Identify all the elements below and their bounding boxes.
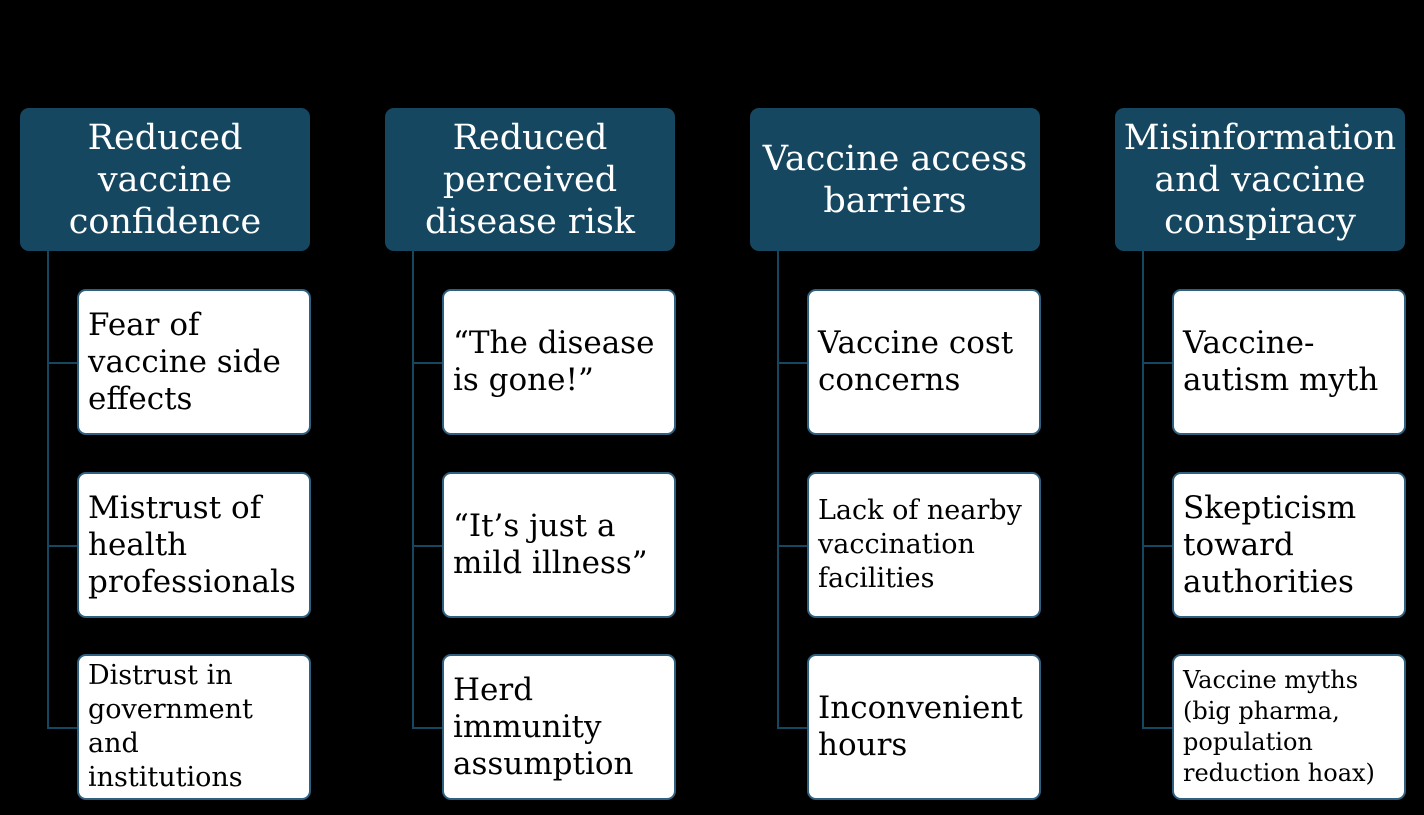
connector-branch: [47, 545, 78, 547]
column-reduced-perceived-disease-risk: Reduced perceived disease risk “The dise…: [385, 0, 685, 815]
connector-trunk: [47, 251, 49, 729]
connector-branch: [412, 362, 443, 364]
item-box: Skepticism toward authorities: [1172, 472, 1406, 618]
column-reduced-vaccine-confidence: Reduced vaccine confidence Fear of vacci…: [20, 0, 320, 815]
item-box: Vaccine- autism myth: [1172, 289, 1406, 435]
connector-branch: [47, 727, 78, 729]
item-text: Vaccine myths (big pharma, population re…: [1183, 666, 1375, 787]
item-box: Lack of nearby vaccination facilities: [807, 472, 1041, 618]
item-box: Vaccine myths (big pharma, population re…: [1172, 654, 1406, 800]
column-vaccine-access-barriers: Vaccine access barriers Vaccine cost con…: [750, 0, 1050, 815]
category-header: Vaccine access barriers: [750, 108, 1040, 251]
connector-branch: [412, 727, 443, 729]
item-box: Inconvenient hours: [807, 654, 1041, 800]
item-box: Distrust in government and institutions: [77, 654, 311, 800]
item-box: Vaccine cost concerns: [807, 289, 1041, 435]
item-box: Mistrust of health professionals: [77, 472, 311, 618]
category-header-text: Vaccine access barriers: [762, 138, 1028, 221]
item-text: Mistrust of health professionals: [88, 489, 296, 600]
category-header: Misinformation and vaccine conspiracy: [1115, 108, 1405, 251]
item-text: Vaccine- autism myth: [1183, 325, 1379, 398]
category-header-text: Misinformation and vaccine conspiracy: [1123, 117, 1397, 242]
item-box: Herd immunity assumption: [442, 654, 676, 800]
item-text: Inconvenient hours: [818, 690, 1023, 763]
category-header: Reduced perceived disease risk: [385, 108, 675, 251]
category-header-text: Reduced vaccine confidence: [68, 117, 262, 242]
item-box: “The disease is gone!”: [442, 289, 676, 435]
item-text: Skepticism toward authorities: [1183, 489, 1357, 600]
item-text: “It’s just a mild illness”: [453, 508, 648, 581]
connector-branch: [777, 727, 808, 729]
item-box: Fear of vaccine side effects: [77, 289, 311, 435]
connector-branch: [47, 362, 78, 364]
item-text: Distrust in government and institutions: [88, 660, 253, 793]
item-text: Fear of vaccine side effects: [88, 306, 281, 417]
connector-trunk: [1142, 251, 1144, 729]
connector-branch: [777, 545, 808, 547]
category-header-text: Reduced perceived disease risk: [424, 117, 636, 242]
item-text: Herd immunity assumption: [453, 671, 634, 782]
item-text: Lack of nearby vaccination facilities: [818, 495, 1022, 594]
connector-trunk: [412, 251, 414, 729]
item-box: “It’s just a mild illness”: [442, 472, 676, 618]
item-text: “The disease is gone!”: [453, 325, 655, 398]
item-text: Vaccine cost concerns: [818, 325, 1014, 398]
connector-trunk: [777, 251, 779, 729]
connector-branch: [412, 545, 443, 547]
category-header: Reduced vaccine confidence: [20, 108, 310, 251]
connector-branch: [1142, 545, 1173, 547]
connector-branch: [1142, 362, 1173, 364]
connector-branch: [777, 362, 808, 364]
column-misinformation-and-vaccine-conspiracy: Misinformation and vaccine conspiracy Va…: [1115, 0, 1415, 815]
connector-branch: [1142, 727, 1173, 729]
